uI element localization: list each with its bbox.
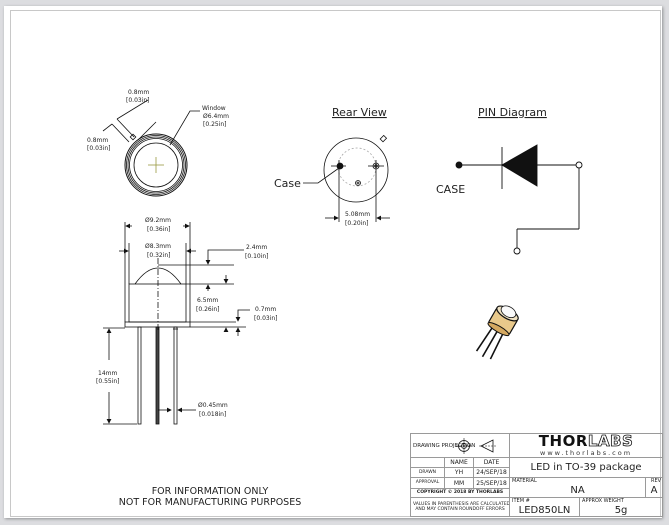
material-cell: MATERIAL NA xyxy=(509,477,647,498)
inner-dia-in: [0.32in] xyxy=(147,252,171,259)
window-circle xyxy=(133,142,179,188)
lead-left xyxy=(137,326,142,425)
lead-width-dim: 0.8mm xyxy=(87,137,108,144)
can-body xyxy=(128,283,187,323)
thorlabs-url: www.thorlabs.com xyxy=(540,449,633,457)
information-notice: FOR INFORMATION ONLY NOT FOR MANUFACTURI… xyxy=(110,486,310,508)
flange xyxy=(124,321,191,328)
tab-width-dim-in: [0.03in] xyxy=(126,97,150,104)
flange-thickness-in: [0.03in] xyxy=(254,315,278,322)
rear-view xyxy=(303,134,390,222)
inner-dia: Ø8.3mm xyxy=(145,243,171,250)
pin-diagram-title: PIN Diagram xyxy=(478,106,547,119)
side-view xyxy=(103,222,250,425)
drawing-border xyxy=(10,10,661,517)
logo-outline: LABS xyxy=(587,433,634,450)
outer-dia: Ø9.2mm xyxy=(145,217,171,224)
body-height-in: [0.26in] xyxy=(196,306,220,313)
part-description: LED in TO-39 package xyxy=(509,457,664,478)
drawn-label: DRAWN xyxy=(410,467,445,478)
led-3d-icon xyxy=(475,305,519,360)
approval-label: APPROVAL xyxy=(410,477,445,489)
window-dia-in: [0.25in] xyxy=(203,121,227,128)
drawn-name: YH xyxy=(444,467,474,478)
item-cell: ITEM # LED850LN xyxy=(509,497,581,517)
lead-length: 14mm xyxy=(98,370,117,377)
title-block: DRAWING PROJECTION THORLABS www.thorlabs… xyxy=(409,433,664,517)
dome-height-in: [0.10in] xyxy=(245,253,269,260)
anode-terminal xyxy=(575,161,583,169)
drawing-projection-label: DRAWING PROJECTION xyxy=(413,442,476,449)
diode-triangle-icon xyxy=(501,144,538,187)
weight-cell: APPROX WEIGHT 5g xyxy=(579,497,664,517)
material-value: NA xyxy=(570,485,585,496)
approval-name: MM xyxy=(444,477,474,489)
rear-pin-3 xyxy=(355,180,361,186)
approval-date: 25/SEP/18 xyxy=(472,477,511,489)
weight-value: 5g xyxy=(614,505,628,516)
drawn-date: 24/SEP/18 xyxy=(472,467,511,478)
pin-diagram xyxy=(455,144,583,255)
pin-case-label: CASE xyxy=(436,183,465,196)
notice-line-1: FOR INFORMATION ONLY xyxy=(151,486,269,497)
lens-dome xyxy=(134,267,182,285)
lead-center xyxy=(155,326,160,425)
item-number: LED850LN xyxy=(518,505,571,516)
rev-value: A xyxy=(650,485,658,496)
rear-case-label: Case xyxy=(274,177,301,190)
rev-cell: REV A xyxy=(645,477,664,498)
drawing-sheet xyxy=(4,6,662,518)
pin-spacing: 5.08mm xyxy=(345,211,370,218)
date-header: DATE xyxy=(472,457,511,468)
case-terminal xyxy=(455,161,463,169)
disclaimer-line-1: VALUES IN PARENTHESIS ARE CALCULATED xyxy=(413,501,510,507)
rear-pin-case xyxy=(336,162,344,170)
top-view-outer-ring xyxy=(124,133,188,197)
logo-cell: THORLABS www.thorlabs.com xyxy=(509,433,664,458)
top-view xyxy=(102,99,200,197)
dome-height: 2.4mm xyxy=(246,244,267,251)
window-dia: Ø6.4mm xyxy=(203,113,229,120)
pin-spacing-in: [0.20in] xyxy=(345,220,369,227)
third-terminal xyxy=(513,247,521,255)
third-angle-projection-icon xyxy=(455,437,497,454)
rear-can-outline xyxy=(323,137,389,203)
rear-view-title: Rear View xyxy=(332,106,387,119)
rev-label: REV xyxy=(651,478,662,485)
lead-dia-in: [0.018in] xyxy=(199,411,226,418)
lead-dia: Ø0.45mm xyxy=(198,402,228,409)
orientation-tab xyxy=(129,133,137,141)
lead-length-in: [0.55in] xyxy=(96,378,120,385)
tab-width-dim: 0.8mm xyxy=(128,89,149,96)
flange-thickness: 0.7mm xyxy=(255,306,276,313)
notice-line-2: NOT FOR MANUFACTURING PURPOSES xyxy=(118,497,302,508)
disclaimer: VALUES IN PARENTHESIS ARE CALCULATED AND… xyxy=(409,497,511,517)
outer-dia-in: [0.36in] xyxy=(147,226,171,233)
window-label: Window xyxy=(202,105,226,112)
lead-width-dim-in: [0.03in] xyxy=(87,145,111,152)
material-label: MATERIAL xyxy=(512,478,537,485)
weight-label: APPROX WEIGHT xyxy=(582,498,624,505)
case-leader xyxy=(303,167,340,184)
rear-tab xyxy=(379,134,388,143)
body-height: 6.5mm xyxy=(197,297,218,304)
lead-right xyxy=(173,326,178,425)
drawing-projection-cell: DRAWING PROJECTION xyxy=(409,433,511,458)
thorlabs-logo: THORLABS xyxy=(512,433,660,450)
item-label: ITEM # xyxy=(512,498,530,505)
logo-solid: THOR xyxy=(538,433,588,450)
center-cross-icon xyxy=(148,157,164,173)
name-header: NAME xyxy=(444,457,474,468)
blank-cell xyxy=(410,457,445,468)
copyright: COPYRIGHT © 2018 BY THORLABS xyxy=(409,488,511,498)
disclaimer-line-2: AND MAY CONTAIN ROUNDOFF ERRORS xyxy=(415,507,505,512)
